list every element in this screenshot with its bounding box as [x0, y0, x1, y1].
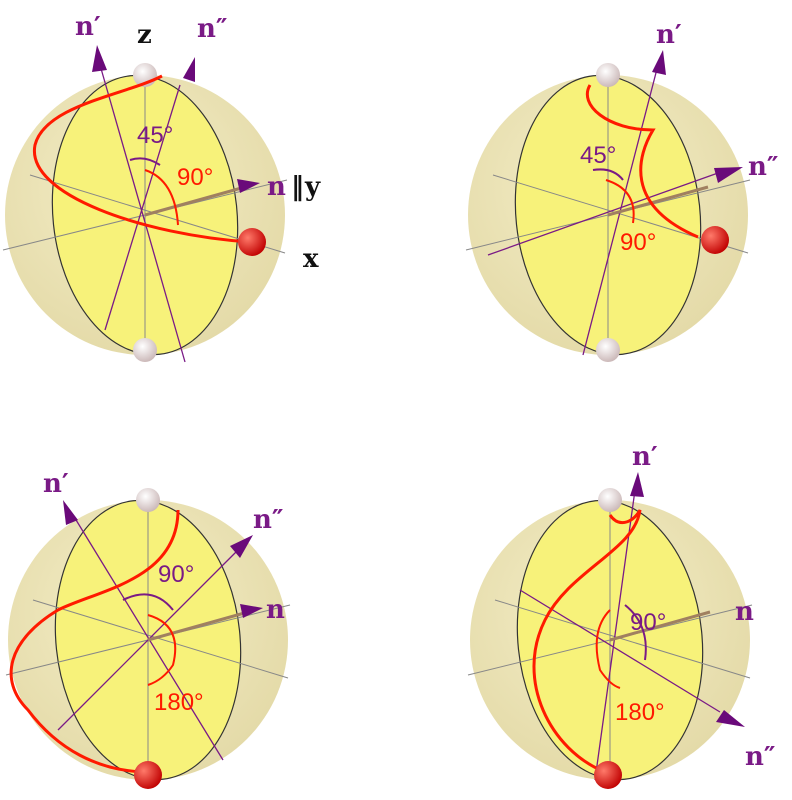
n-double-axis — [519, 589, 721, 713]
state-ball — [134, 761, 162, 789]
z-label: z — [137, 20, 152, 50]
x-label: x — [303, 244, 319, 274]
state-ball — [701, 226, 729, 254]
n-double-label: n″ — [748, 152, 779, 182]
trajectory-curve — [33, 74, 251, 244]
angle-label-large: 180° — [154, 689, 204, 716]
n-label: n — [267, 172, 286, 202]
bloch-sphere — [2, 62, 288, 365]
angle-arc-large — [144, 169, 179, 226]
angle-label-small: 45° — [580, 142, 616, 169]
n-arrowhead-icon — [237, 179, 260, 193]
y-label: y — [304, 172, 321, 202]
bloch-sphere — [465, 62, 751, 365]
n-prime-arrowhead-icon — [92, 45, 107, 72]
state-ball — [594, 761, 622, 789]
n-double-arrowhead-icon — [230, 535, 253, 558]
n-double-arrowhead-icon — [183, 57, 195, 82]
n-double-arrowhead-icon — [714, 167, 743, 183]
n-prime-arrowhead-icon — [630, 472, 644, 497]
angle-label-large: 90° — [177, 164, 213, 191]
n-axis — [144, 185, 246, 217]
n-prime-axis — [99, 64, 186, 363]
angle-label-large: 90° — [620, 229, 656, 256]
angle-arc-large — [147, 614, 177, 686]
angle-arc-large — [605, 179, 635, 224]
n-axis — [607, 185, 709, 217]
n-double-label: n″ — [745, 742, 776, 772]
n-arrowhead-icon — [240, 604, 263, 618]
state-ball — [238, 228, 266, 256]
n-label: n — [266, 595, 285, 625]
panel-top-left: 45° 90° n′ n″ z n ‖ y x — [2, 12, 321, 365]
n-prime-label: n′ — [43, 469, 69, 499]
n-double-axis — [487, 172, 719, 256]
panel-bottom-right: 90° 180° n′ n″ n — [467, 442, 776, 790]
trajectory-curve — [9, 509, 180, 774]
n-prime-arrowhead-icon — [652, 50, 666, 75]
angle-arc-large — [595, 609, 621, 689]
bloch-sphere — [467, 487, 753, 790]
panel-top-right: 45° 90° n′ n″ — [465, 20, 779, 365]
angle-arc-small — [122, 593, 174, 611]
parallel-symbol: ‖ — [291, 172, 304, 202]
n-double-label: n″ — [253, 505, 284, 535]
trajectory-curve — [585, 84, 699, 239]
n-double-label: n″ — [197, 14, 228, 44]
n-prime-axis — [72, 514, 224, 761]
n-prime-label: n′ — [75, 12, 101, 42]
angle-label-large: 180° — [615, 699, 665, 726]
n-label: n — [735, 597, 754, 627]
angle-arc-small — [592, 168, 624, 181]
trajectory-curve — [532, 509, 642, 774]
angle-label-small: 90° — [158, 561, 194, 588]
n-prime-arrowhead-icon — [63, 500, 78, 525]
n-axis — [147, 610, 249, 642]
angle-arc-small — [624, 604, 647, 661]
n-double-axis — [104, 84, 181, 331]
n-prime-label: n′ — [632, 442, 658, 472]
angle-label-small: 90° — [630, 609, 666, 636]
n-axis — [609, 610, 711, 642]
n-prime-axis — [594, 489, 636, 781]
panel-bottom-left: 90° 180° n′ n″ n — [5, 469, 291, 790]
angle-arc-small — [129, 157, 161, 166]
n-prime-label: n′ — [656, 20, 682, 50]
n-double-arrowhead-icon — [716, 710, 745, 727]
angle-label-small: 45° — [137, 122, 173, 149]
